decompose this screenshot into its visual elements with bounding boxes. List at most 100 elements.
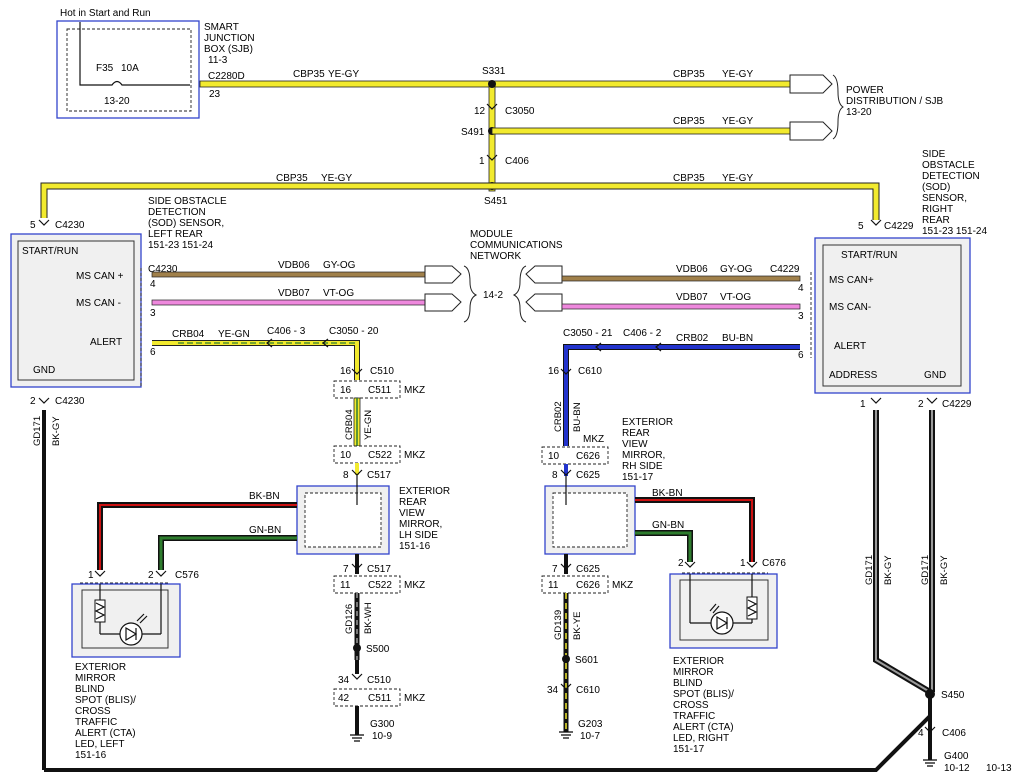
sod-right-title-1: OBSTACLE [922,160,975,171]
blis-left-5: TRAFFIC [75,717,117,728]
c510-label-bottom: C510 [367,675,391,686]
pin-10-c626: 10 [548,451,560,462]
sod-left-title-4: 151-23 151-24 [148,240,213,251]
gd171-right-1-stripe [875,410,931,693]
mkz-1: MKZ [404,385,425,396]
c511-box-bottom [333,688,401,707]
c406-chevron-bottom [924,726,936,733]
blis-left: 1 2 C576 EXTERIOR MIRROR BLIND SPOT (BLI… [71,570,199,761]
sod-left-gnd: GND [33,365,55,376]
c4229-chevron-1 [870,397,882,404]
pin-2-left: 2 [30,396,36,407]
mirror-rh-0: EXTERIOR [622,417,673,428]
pin-6-right: 6 [798,350,804,361]
c4229-label-bottom: C4229 [942,399,972,410]
mirror-lh-inner [304,492,382,548]
bkwh-label: BK-WH [363,602,374,634]
pin-5-left: 5 [30,220,36,231]
c511-label: C511 [368,385,392,396]
power-dist-brace [832,74,844,140]
blis-right-7: LED, RIGHT [673,733,729,744]
mkz-2: MKZ [404,450,425,461]
gd171-right-label-1: GD171 [864,555,875,585]
blis-left-inner [81,589,169,649]
c2280d-label: C2280D [208,71,245,82]
yegn-label: YE-GN [218,329,250,340]
blis-right-2: BLIND [673,678,702,689]
sod-left-can-lo: MS CAN - [76,298,121,309]
cbp35-label-5: CBP35 [673,173,705,184]
gnbn-left-wire [159,536,297,570]
blis-right-inner [679,579,769,641]
sod-left-alert: ALERT [90,337,122,348]
vdb06-right-wire [561,275,801,282]
mirror-rh-4: RH SIDE [622,461,663,472]
pin-6-left: 6 [150,347,156,358]
vdb07-right-wire [561,303,801,310]
bkgy-right-label-1: BK-GY [883,555,894,585]
c406-label: C406 [505,156,529,167]
alert-right-circuit: CRB02 BU-BN C3050 - 21 C406 - 2 16 C610 … [541,328,800,481]
blis-right-emission [709,603,720,614]
g400-ref: 10-12 [944,763,970,774]
cbp35-label-1: CBP35 [293,69,325,80]
crb02-stub [564,464,568,476]
sjb-line-2: BOX (SJB) [204,44,253,55]
crb04-stub [355,463,359,475]
c4230-label-side: C4230 [148,264,178,275]
c3050-20-chevron [322,338,329,348]
cbp35-vertical-wire [488,85,496,192]
mirror-rh-1: REAR [622,428,650,439]
c522-box-bottom [333,575,401,594]
cbp35-bus-wire [41,183,879,220]
sod-left-start: START/RUN [22,246,78,257]
c625-label-bottom: C625 [576,564,600,575]
pin-11-c522: 11 [340,580,351,591]
gnbn-left-outline [158,535,297,570]
c626-label-bottom: C626 [576,580,600,591]
pin-10-c522: 10 [340,450,352,461]
sod-right-can-hi: MS CAN+ [829,275,874,286]
c4230-label-top: C4230 [55,220,85,231]
yegy-label-3: YE-GY [722,116,753,127]
sod-right-start: START/RUN [841,250,897,261]
c610-chevron-bottom [560,683,572,690]
yegy-label-2: YE-GY [722,69,753,80]
vdb07-label-left: VDB07 [278,288,310,299]
power-dist-line-0: POWER [846,85,884,96]
c3050-label: C3050 [505,106,535,117]
sod-right-address: ADDRESS [829,370,878,381]
c3050-21-label: C3050 - 21 [563,328,613,339]
pin-8-right: 8 [552,470,558,481]
sod-left-title-0: SIDE OBSTACLE [148,196,227,207]
power-feed: CBP35 YE-GY CBP35 YE-GY S331 12 C3050 S4… [40,66,944,220]
pin-1-blis-right: 1 [740,558,746,569]
s601-splice [562,655,570,663]
module-comm-2: NETWORK [470,251,521,262]
mirror-lh-0: EXTERIOR [399,486,450,497]
gd171-right-1-outline [873,410,932,695]
c4230-label-bottom: C4230 [55,396,85,407]
pin-11-c626: 11 [548,580,559,591]
gd126-label: GD126 [344,604,355,634]
vdb06-label-left: VDB06 [278,260,310,271]
blis-left-chevron-1 [94,570,106,577]
g203-label: G203 [578,719,603,730]
s450-splice [925,689,935,699]
bkye-label: BK-YE [572,611,583,640]
mkz-6: MKZ [612,580,633,591]
pin-16-right: 16 [548,366,560,377]
sod-right-can-lo: MS CAN- [829,302,871,313]
c4230-chevron-top [38,219,50,226]
s500-splice [353,644,361,652]
yegy-label-5: YE-GY [722,173,753,184]
c511-box [333,380,401,399]
fuse-wire [79,22,190,86]
module-comm-0: MODULE [470,229,513,240]
blis-left-led-symbol [125,626,138,642]
blis-right-resistor-zigzag [746,599,758,617]
c676-label: C676 [762,558,786,569]
sjb-line-3: 11-3 [208,55,228,66]
s601-label: S601 [575,655,599,666]
